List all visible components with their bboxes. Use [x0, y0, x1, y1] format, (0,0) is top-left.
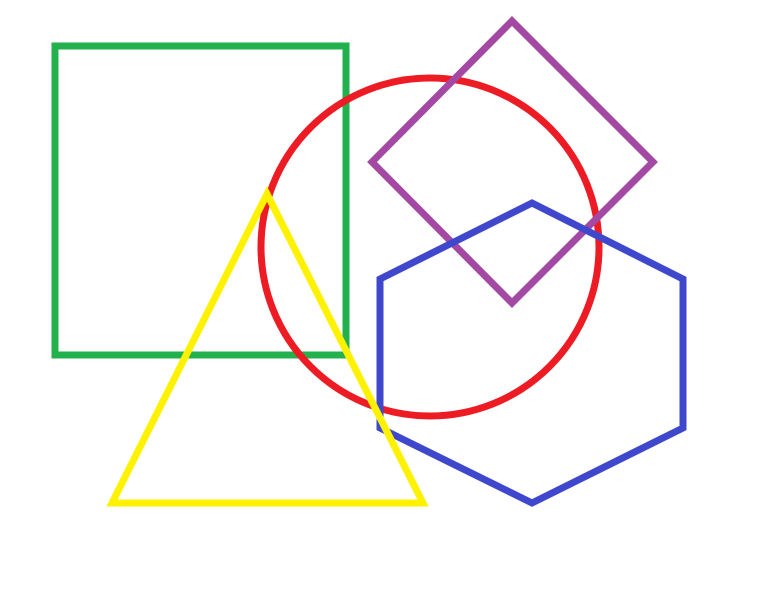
green-square [51, 42, 350, 359]
purple-diamond [367, 16, 658, 308]
blue-hexagon [376, 199, 687, 507]
yellow-triangle [106, 186, 429, 507]
red-circle [257, 74, 603, 420]
